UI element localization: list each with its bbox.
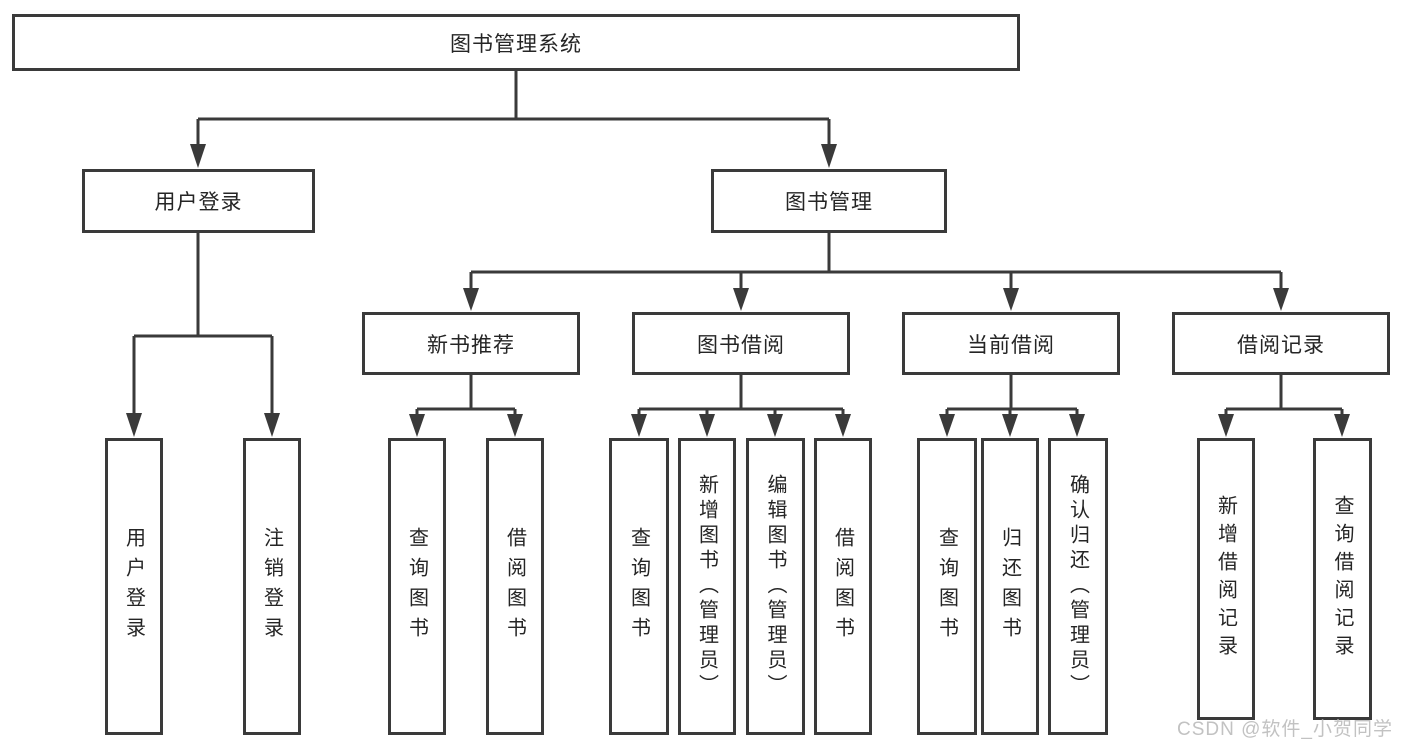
node-label: 注销登录	[260, 526, 283, 647]
connector-current-borrow-children	[939, 375, 1085, 437]
leaf-user-login: 用户登录	[105, 438, 163, 735]
node-label: 编辑图书（管理员）	[764, 474, 786, 699]
node-user-login: 用户登录	[82, 169, 315, 233]
leaf-borrow-books: 借阅图书	[814, 438, 872, 735]
node-label: 新书推荐	[427, 333, 515, 357]
node-book-borrowing: 图书借阅	[632, 312, 850, 375]
arrowhead-icon	[631, 414, 647, 437]
arrowhead-icon	[126, 413, 142, 437]
arrowhead-icon	[939, 414, 955, 437]
node-label: 查询图书	[627, 526, 650, 647]
node-label: 借阅图书	[503, 526, 526, 647]
arrowhead-icon	[190, 144, 206, 168]
leaf-add-books-admin: 新增图书（管理员）	[678, 438, 736, 735]
connector-borrow-records-children	[1218, 375, 1350, 437]
arrowhead-icon	[463, 288, 479, 311]
node-label: 查询图书	[405, 526, 428, 647]
connector-book-mgmt-children	[463, 233, 1289, 311]
node-label: 用户登录	[122, 526, 145, 647]
node-label: 用户登录	[154, 191, 243, 214]
connector-root-to-level2	[190, 71, 837, 168]
connector-book-borrow-children	[631, 375, 851, 437]
node-book-management: 图书管理	[711, 169, 947, 233]
node-root-system: 图书管理系统	[12, 14, 1020, 71]
arrowhead-icon	[1334, 414, 1350, 437]
node-borrowing-records: 借阅记录	[1172, 312, 1390, 375]
leaf-logout: 注销登录	[243, 438, 301, 735]
arrowhead-icon	[699, 414, 715, 437]
csdn-watermark: CSDN @软件_小贺同学	[1177, 719, 1393, 740]
node-label: 图书管理	[785, 191, 873, 214]
leaf-confirm-return-admin: 确认归还（管理员）	[1048, 438, 1108, 735]
leaf-edit-books-admin: 编辑图书（管理员）	[746, 438, 805, 735]
connector-user-login-children	[126, 233, 280, 437]
arrowhead-icon	[507, 414, 523, 437]
arrowhead-icon	[821, 144, 837, 168]
leaf-add-borrow-record: 新增借阅记录	[1197, 438, 1255, 720]
node-label: 新增借阅记录	[1214, 495, 1237, 663]
node-label: 新增图书（管理员）	[695, 474, 718, 699]
arrowhead-icon	[1002, 414, 1018, 437]
node-label: 归还图书	[998, 526, 1021, 647]
node-label: 确认归还（管理员）	[1066, 474, 1089, 699]
node-label: 图书管理系统	[450, 32, 582, 56]
node-label: 图书借阅	[697, 333, 785, 357]
arrowhead-icon	[835, 414, 851, 437]
arrowhead-icon	[1218, 414, 1234, 437]
arrowhead-icon	[409, 414, 425, 437]
leaf-query-books-borrow: 查询图书	[609, 438, 669, 735]
node-new-book-recommendation: 新书推荐	[362, 312, 580, 375]
arrowhead-icon	[1273, 288, 1289, 311]
node-label: 查询借阅记录	[1331, 495, 1353, 663]
node-label: 借阅记录	[1237, 333, 1325, 357]
arrowhead-icon	[733, 288, 749, 311]
leaf-borrow-books-rec: 借阅图书	[486, 438, 544, 735]
arrowhead-icon	[767, 414, 783, 437]
node-current-borrowing: 当前借阅	[902, 312, 1120, 375]
leaf-query-borrow-record: 查询借阅记录	[1313, 438, 1372, 720]
arrowhead-icon	[1003, 288, 1019, 311]
connector-new-book-children	[409, 375, 523, 437]
arrowhead-icon	[1069, 414, 1085, 437]
arrowhead-icon	[264, 413, 280, 437]
node-label: 借阅图书	[831, 526, 854, 647]
node-label: 查询图书	[935, 526, 958, 647]
leaf-query-books-current: 查询图书	[917, 438, 977, 735]
leaf-query-books-rec: 查询图书	[388, 438, 446, 735]
node-label: 当前借阅	[967, 333, 1055, 357]
leaf-return-books: 归还图书	[981, 438, 1039, 735]
